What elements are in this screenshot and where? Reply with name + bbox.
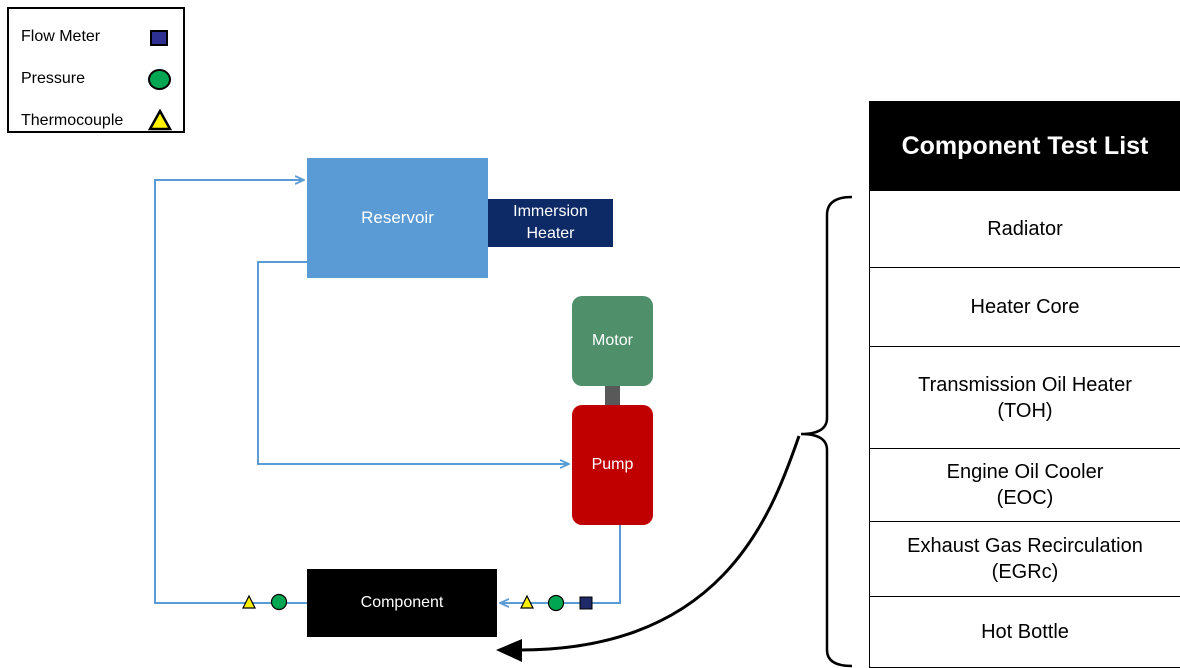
thermocouple-icon <box>148 109 172 131</box>
test-list-title: Component Test List <box>870 102 1180 190</box>
pressure-icon <box>148 69 171 90</box>
flow-meter-inlet-icon <box>579 596 593 610</box>
test-list-brace <box>800 195 853 668</box>
pump-to-component-line <box>501 525 621 603</box>
legend-label-thermocouple: Thermocouple <box>21 112 124 129</box>
reservoir-to-pump-line <box>257 261 568 464</box>
motor-pump-shaft <box>605 386 620 406</box>
test-list-item-heater-core: Heater Core <box>870 267 1180 346</box>
test-list-item-radiator: Radiator <box>870 190 1180 267</box>
test-list-item-egrc: Exhaust Gas Recirculation (EGRc) <box>870 521 1180 596</box>
component-to-reservoir-line <box>154 180 307 604</box>
legend-label-pressure: Pressure <box>21 70 86 87</box>
thermocouple-inlet-icon <box>520 594 534 609</box>
legend-item-thermocouple: Thermocouple <box>9 109 183 133</box>
test-list-item-hot-bottle: Hot Bottle <box>870 596 1180 667</box>
component-test-list: Component Test List Radiator Heater Core… <box>869 101 1180 668</box>
pump-box: Pump <box>572 405 653 525</box>
legend-item-pressure: Pressure <box>9 67 183 91</box>
test-list-to-component-arrow <box>519 435 801 652</box>
test-list-arrowhead <box>496 639 522 662</box>
legend: Flow Meter Pressure Thermocouple <box>7 7 185 133</box>
reservoir-box: Reservoir <box>307 158 488 278</box>
pressure-outlet-icon <box>270 593 288 611</box>
legend-item-flow-meter: Flow Meter <box>9 25 183 49</box>
legend-label-flow-meter: Flow Meter <box>21 28 101 45</box>
test-list-item-toh: Transmission Oil Heater (TOH) <box>870 346 1180 448</box>
immersion-heater-box: Immersion Heater <box>488 199 613 247</box>
test-list-item-eoc: Engine Oil Cooler (EOC) <box>870 448 1180 521</box>
flow-meter-icon <box>150 30 168 46</box>
thermocouple-outlet-icon <box>242 594 256 609</box>
motor-box: Motor <box>572 296 653 386</box>
component-box: Component <box>307 569 497 637</box>
pressure-inlet-icon <box>547 594 565 612</box>
